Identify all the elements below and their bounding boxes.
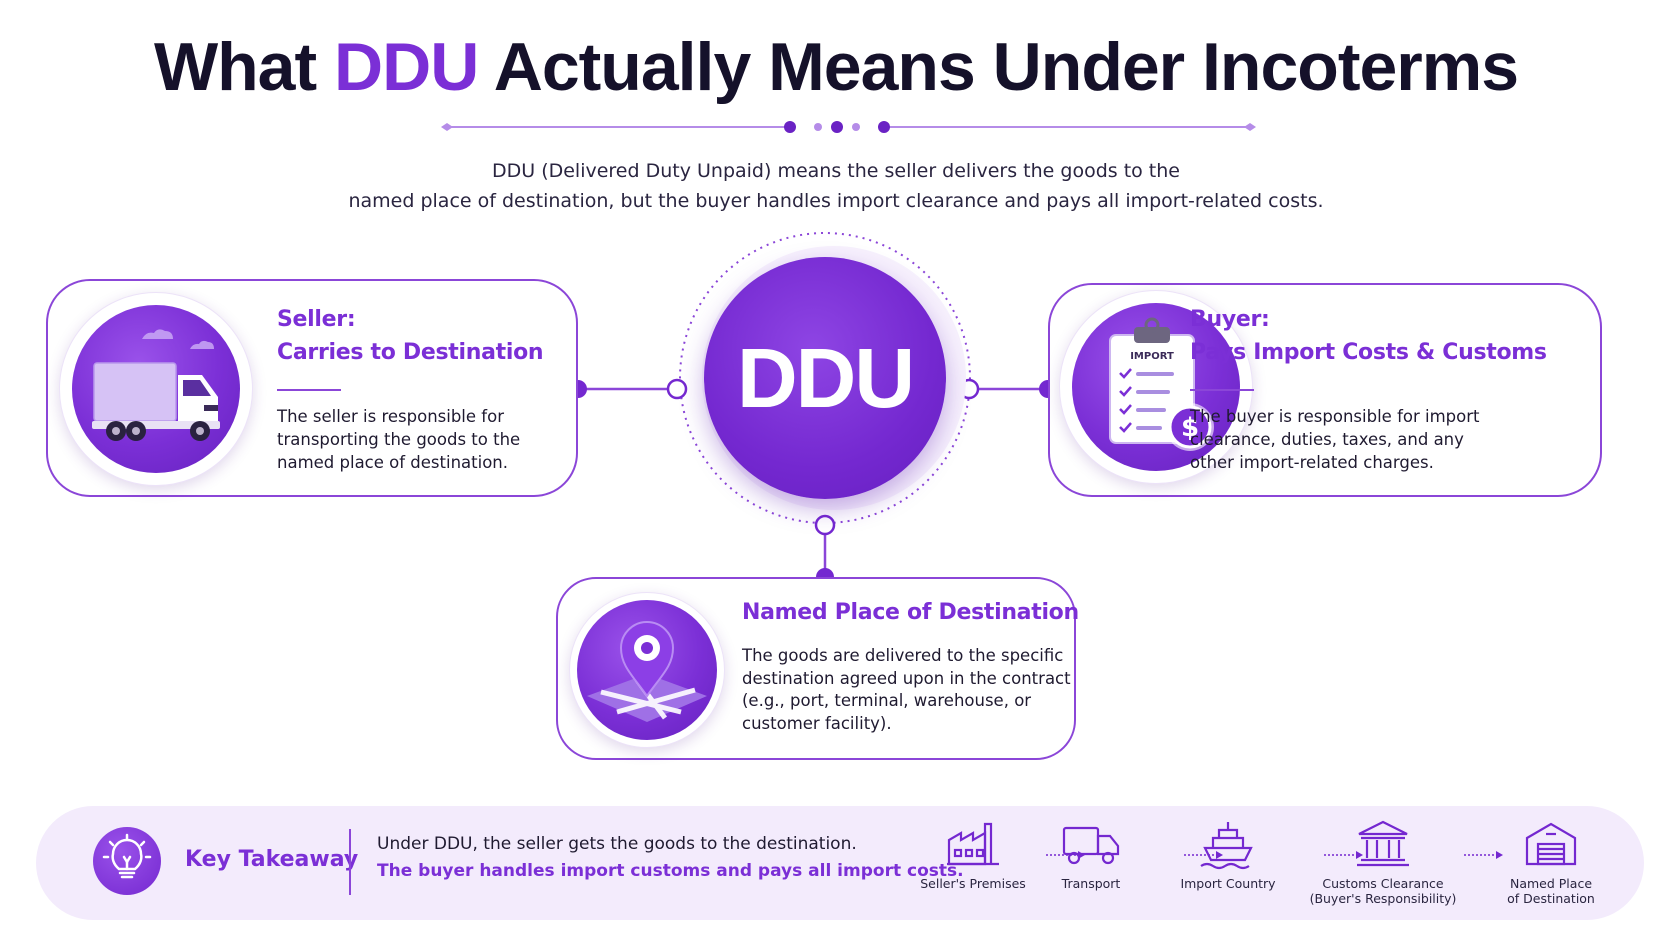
ddu-hub: DDU [704, 257, 946, 499]
warehouse-icon [1525, 822, 1577, 866]
seller-card: Seller: Carries to Destination The selle… [46, 279, 578, 497]
seller-body-line-1: The seller is responsible for [277, 407, 504, 426]
title-accent: DDU [334, 29, 479, 105]
flow-step-customs-clearance: Customs Clearance (Buyer's Responsibilit… [1298, 818, 1468, 906]
destination-body-line-4: customer facility). [742, 713, 892, 733]
seller-heading: Seller: Carries to Destination [277, 303, 544, 369]
buyer-card: IMPORT $ Buyer: Pays Import Costs & Cust… [1048, 283, 1602, 497]
truck-outline-icon [1062, 826, 1120, 865]
flow-step-label-line-1: Transport [1061, 876, 1121, 891]
key-takeaway-label: Key Takeaway [185, 847, 359, 872]
lightbulb-icon [93, 827, 161, 895]
hub-label: DDU [737, 330, 915, 425]
clipboard-label: IMPORT [1130, 351, 1174, 362]
buyer-body-line-3: other import-related charges. [1190, 453, 1434, 472]
flow-arrow-icon [1464, 851, 1503, 859]
flow-step-label: Import Country [1153, 876, 1303, 891]
buyer-rule [1190, 389, 1254, 391]
subtitle-line-2: named place of destination, but the buye… [348, 190, 1324, 212]
flow-step-label: Customs Clearance (Buyer's Responsibilit… [1298, 876, 1468, 906]
page-title: What DDU Actually Means Under Incoterms [0, 28, 1672, 106]
key-takeaway-line-2: The buyer handles import customs and pay… [377, 861, 964, 881]
map-pin-icon [577, 600, 717, 740]
factory-icon [947, 822, 999, 866]
import-clipboard-icon: IMPORT $ [1072, 303, 1240, 471]
flow-step-label: Transport [1016, 876, 1166, 891]
subtitle: DDU (Delivered Duty Unpaid) means the se… [236, 156, 1436, 216]
flow-step-label-line-1: Customs Clearance [1322, 876, 1444, 891]
flow-step-label: Named Place of Destination [1476, 876, 1626, 906]
buyer-heading-line-2: Pays Import Costs & Customs [1190, 340, 1547, 365]
key-takeaway-band: Key Takeaway Under DDU, the seller gets … [36, 806, 1644, 920]
destination-heading: Named Place of Destination [742, 600, 1079, 625]
destination-body: The goods are delivered to the specific … [742, 645, 1071, 735]
subtitle-line-1: DDU (Delivered Duty Unpaid) means the se… [491, 160, 1180, 182]
flow-step-import-country: Import Country [1153, 818, 1303, 891]
key-takeaway-line-1: Under DDU, the seller gets the goods to … [377, 834, 857, 854]
buyer-body-line-1: The buyer is responsible for import [1190, 407, 1480, 426]
flow-step-transport: Transport [1016, 818, 1166, 891]
buyer-heading: Buyer: Pays Import Costs & Customs [1190, 303, 1547, 369]
title-divider [441, 121, 1256, 133]
seller-body-line-3: named place of destination. [277, 453, 508, 472]
destination-body-line-2: destination agreed upon in the contract [742, 668, 1071, 688]
flow-step-sellers-premises: Seller's Premises [898, 818, 1048, 891]
flow-step-label: Seller's Premises [898, 876, 1048, 891]
flow-step-label-line-2: of Destination [1507, 891, 1595, 906]
key-takeaway-divider [349, 829, 351, 895]
flow-step-label-line-2: (Buyer's Responsibility) [1309, 891, 1457, 906]
title-suffix: Actually Means Under Incoterms [478, 29, 1519, 105]
truck-icon [72, 305, 240, 473]
seller-rule [277, 389, 341, 391]
flow-step-label-line-1: Seller's Premises [920, 876, 1026, 891]
title-prefix: What [153, 29, 335, 105]
seller-body-line-2: transporting the goods to the [277, 430, 521, 449]
destination-card: Named Place of Destination The goods are… [556, 577, 1079, 760]
destination-body-line-1: The goods are delivered to the specific [742, 646, 1064, 665]
flow-arrow-icon [1324, 851, 1363, 859]
customs-building-icon [1357, 820, 1409, 867]
buyer-heading-line-1: Buyer: [1190, 307, 1270, 332]
buyer-body-line-2: clearance, duties, taxes, and any [1190, 430, 1464, 449]
destination-body-line-3: (e.g., port, terminal, warehouse, or [742, 691, 1032, 710]
seller-body: The seller is responsible for transporti… [277, 405, 520, 474]
flow-arrow-icon [1184, 851, 1223, 859]
flow-step-named-place: Named Place of Destination [1476, 818, 1626, 906]
flow-step-label-line-1: Named Place [1509, 876, 1593, 891]
flow-step-label-line-1: Import Country [1180, 876, 1276, 891]
buyer-body: The buyer is responsible for import clea… [1190, 405, 1479, 474]
ship-icon [1200, 822, 1253, 870]
seller-heading-line-2: Carries to Destination [277, 340, 544, 365]
seller-heading-line-1: Seller: [277, 307, 356, 332]
svg-text:$: $ [1181, 413, 1199, 443]
